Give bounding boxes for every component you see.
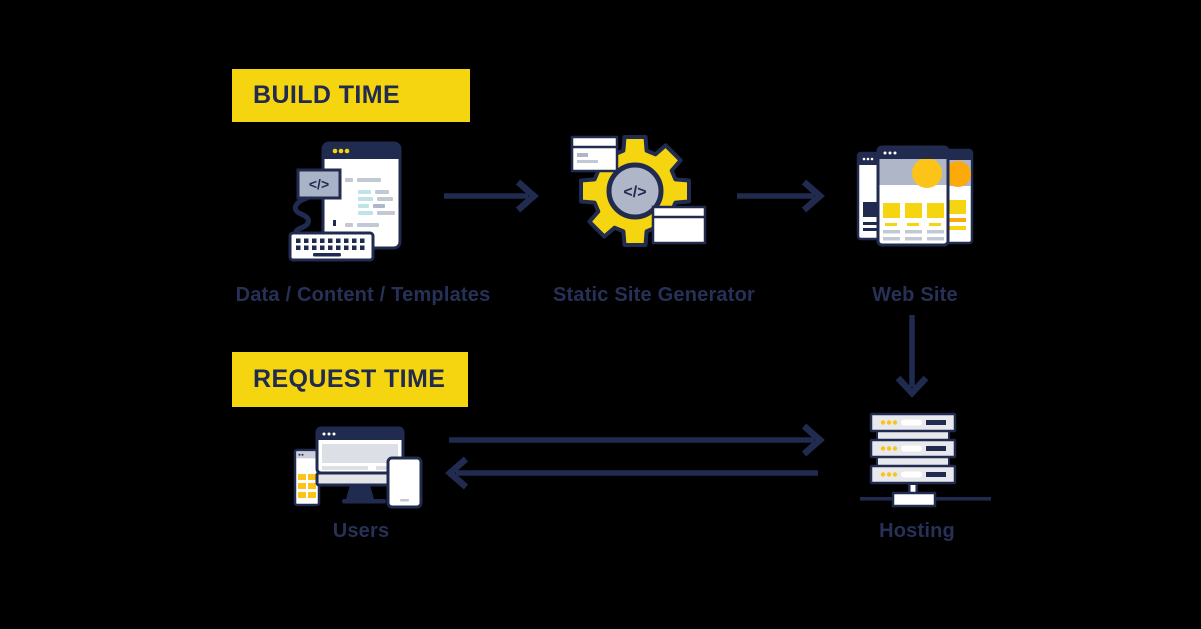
monitor-icon	[315, 426, 405, 504]
arrow-users-to-hosting	[449, 423, 825, 457]
gear-code-icon: </>	[570, 135, 707, 247]
arrow-generator-to-website	[737, 179, 825, 213]
hosting-label: Hosting	[879, 520, 955, 542]
website-label: Web Site	[872, 284, 958, 306]
server-rack-icon	[860, 412, 991, 508]
build-time-label: BUILD TIME	[253, 81, 401, 109]
code-editor-keyboard-icon: </>	[288, 141, 402, 262]
build-time-badge: BUILD TIME	[232, 69, 470, 122]
gear-code-tag-text: </>	[623, 184, 646, 201]
users-label: Users	[332, 520, 390, 542]
request-time-badge: REQUEST TIME	[232, 352, 468, 407]
server-unit-3	[869, 464, 957, 485]
source-label: Data / Content / Templates	[235, 284, 491, 306]
code-tag-text: </>	[309, 176, 329, 192]
arrow-hosting-to-users	[445, 456, 818, 490]
arrow-source-to-generator	[444, 179, 539, 213]
server-unit-1	[869, 412, 957, 433]
arrow-website-to-hosting	[895, 315, 929, 398]
front-window	[876, 145, 950, 247]
browser-windows-icon	[856, 145, 974, 247]
server-unit-2	[869, 438, 957, 459]
file-card-bottom-icon	[651, 205, 707, 245]
phone-icon	[386, 456, 423, 509]
file-card-top-icon	[570, 135, 619, 173]
request-time-label: REQUEST TIME	[253, 365, 446, 393]
user-devices-icon	[293, 426, 423, 509]
generator-label: Static Site Generator	[552, 284, 756, 306]
